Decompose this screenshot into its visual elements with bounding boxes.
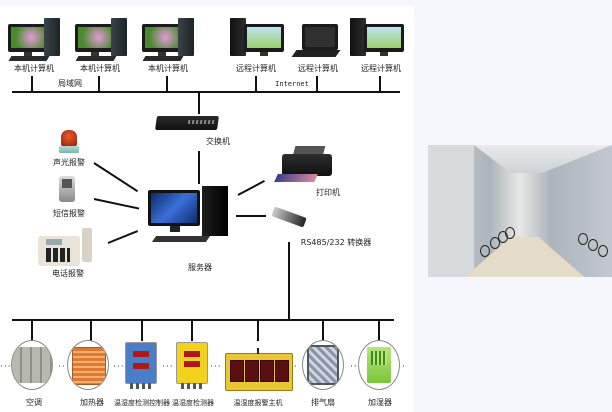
- alarm-host-icon: [225, 348, 293, 391]
- printer-label: 打印机: [316, 188, 340, 197]
- drop-line: [166, 76, 168, 92]
- drop-line: [141, 319, 143, 341]
- monitor-icon: [142, 24, 182, 52]
- tower-icon: [350, 18, 366, 56]
- tower-icon: [230, 18, 246, 56]
- monitor-icon: [244, 24, 284, 52]
- local-computer-3: [142, 16, 196, 62]
- drop-line: [90, 319, 92, 341]
- server: [148, 186, 230, 246]
- drop-line: [257, 319, 259, 341]
- monitor-icon: [75, 24, 115, 52]
- printer-link: [237, 180, 265, 196]
- drop-line: [191, 319, 193, 341]
- tower-icon: [44, 18, 60, 56]
- network-switch-icon: [155, 116, 219, 130]
- laptop-icon: [302, 24, 338, 50]
- humidifier-icon: [358, 340, 400, 390]
- drop-line: [379, 76, 381, 92]
- top-bus-line: [12, 91, 400, 93]
- local-computer-label: 本机计算机: [148, 64, 188, 73]
- controller-icon: [125, 342, 157, 389]
- alarm-light-link: [93, 162, 139, 193]
- air-conditioner-icon: [11, 340, 53, 390]
- desk-phone-icon: [38, 228, 94, 268]
- tower-icon: [111, 18, 127, 56]
- converter-label: RS485/232 转换器: [300, 238, 372, 247]
- archive-room-photo: [428, 145, 612, 277]
- dotted-connector: ···: [162, 362, 174, 372]
- local-computer-label: 本机计算机: [80, 64, 120, 73]
- rs485-converter-icon: [271, 206, 307, 228]
- local-computer-1: [8, 16, 62, 62]
- device-label: 温湿度检测控制器: [114, 399, 170, 407]
- phone-alarm-link: [107, 230, 139, 244]
- drop-line: [98, 76, 100, 92]
- device-label: 排气扇: [311, 398, 335, 407]
- remote-computer-2: [291, 18, 342, 60]
- topology-diagram: 局域网 Internet 本机计算机 本机计算机 本机计算机 远程计算机 远程计…: [0, 6, 414, 412]
- alarm-label: 电话报警: [52, 269, 84, 278]
- dotted-connector: ·: [402, 362, 406, 372]
- alarm-label: 短信报警: [53, 209, 85, 218]
- switch-to-server-line: [198, 151, 200, 184]
- remote-computer-label: 远程计算机: [298, 64, 338, 73]
- field-bus-line: [12, 319, 394, 321]
- local-computer-label: 本机计算机: [14, 64, 54, 73]
- mobile-phone-icon: [59, 176, 75, 202]
- internet-label: Internet: [275, 80, 309, 88]
- drop-line: [31, 319, 33, 341]
- dotted-connector: ··: [350, 362, 358, 372]
- device-label: 加湿器: [368, 398, 392, 407]
- lan-label: 局域网: [58, 79, 82, 88]
- drop-line: [378, 319, 380, 341]
- exhaust-fan-icon: [302, 340, 344, 390]
- remote-computer-label: 远程计算机: [236, 64, 276, 73]
- tower-icon: [178, 18, 194, 56]
- converter-to-field-bus-line: [288, 242, 290, 320]
- remote-computer-3: [350, 16, 406, 62]
- server-label: 服务器: [188, 263, 212, 272]
- monitor-icon: [148, 190, 200, 226]
- device-label: 温湿度检测器: [172, 399, 214, 407]
- printer-icon: [274, 146, 336, 186]
- sms-alarm-link: [93, 198, 140, 210]
- alarm-label: 声光报警: [53, 158, 85, 167]
- remote-computer-label: 远程计算机: [361, 64, 401, 73]
- drop-line: [316, 76, 318, 92]
- dotted-connector: ··: [290, 362, 298, 372]
- remote-computer-1: [230, 16, 286, 62]
- dotted-connector: ··: [58, 362, 66, 372]
- device-label: 空调: [26, 398, 42, 407]
- switch-label: 交换机: [206, 137, 230, 146]
- bus-to-switch-line: [198, 91, 200, 114]
- drop-line: [31, 76, 33, 92]
- device-label: 加热器: [80, 398, 104, 407]
- dotted-connector: ···: [0, 362, 12, 372]
- drop-line: [255, 76, 257, 92]
- tower-icon: [202, 186, 228, 236]
- monitor-icon: [8, 24, 48, 52]
- monitor-icon: [364, 24, 404, 52]
- device-label: 温湿度报警主机: [233, 399, 283, 407]
- alarm-light-icon: [58, 130, 80, 154]
- heater-icon: [67, 340, 109, 390]
- local-computer-2: [75, 16, 129, 62]
- detector-icon: [176, 342, 208, 389]
- dotted-connector: ···: [210, 362, 222, 372]
- dotted-connector: ···: [113, 362, 125, 372]
- drop-line: [322, 319, 324, 341]
- server-to-converter-line: [236, 215, 266, 217]
